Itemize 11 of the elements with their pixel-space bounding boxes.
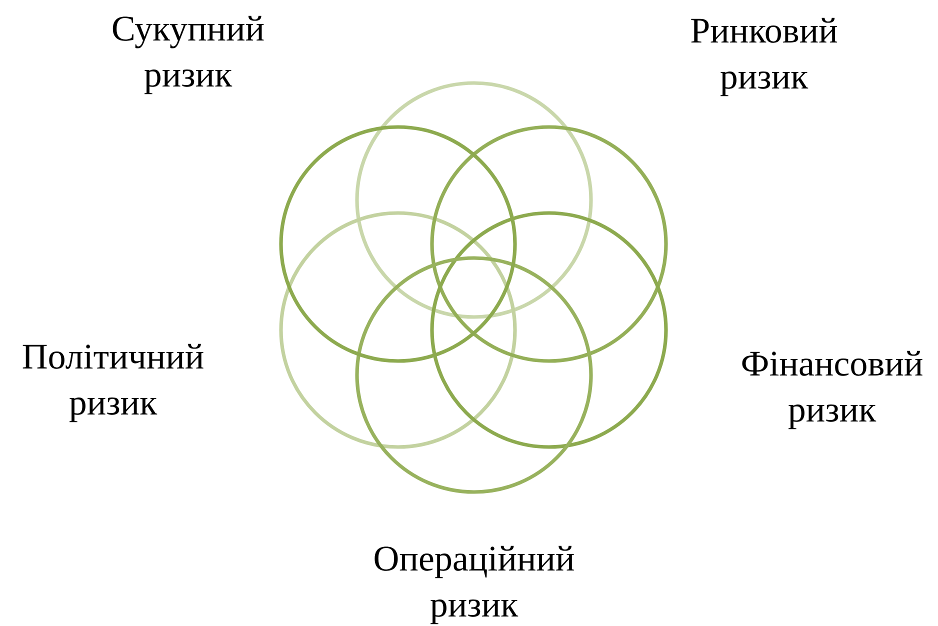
ring bbox=[430, 125, 668, 363]
ring bbox=[430, 211, 668, 449]
risk-label: Політичний ризик bbox=[22, 344, 204, 422]
ring bbox=[355, 256, 593, 494]
ring bbox=[355, 81, 593, 319]
ring bbox=[279, 211, 517, 449]
ring bbox=[279, 125, 517, 363]
risk-label: Ринковий ризик bbox=[691, 18, 838, 96]
risk-label: Фінансовий ризик bbox=[742, 350, 922, 430]
risk-label: Сукупний ризик bbox=[112, 16, 264, 94]
risk-label: Операційний ризик bbox=[374, 546, 574, 624]
